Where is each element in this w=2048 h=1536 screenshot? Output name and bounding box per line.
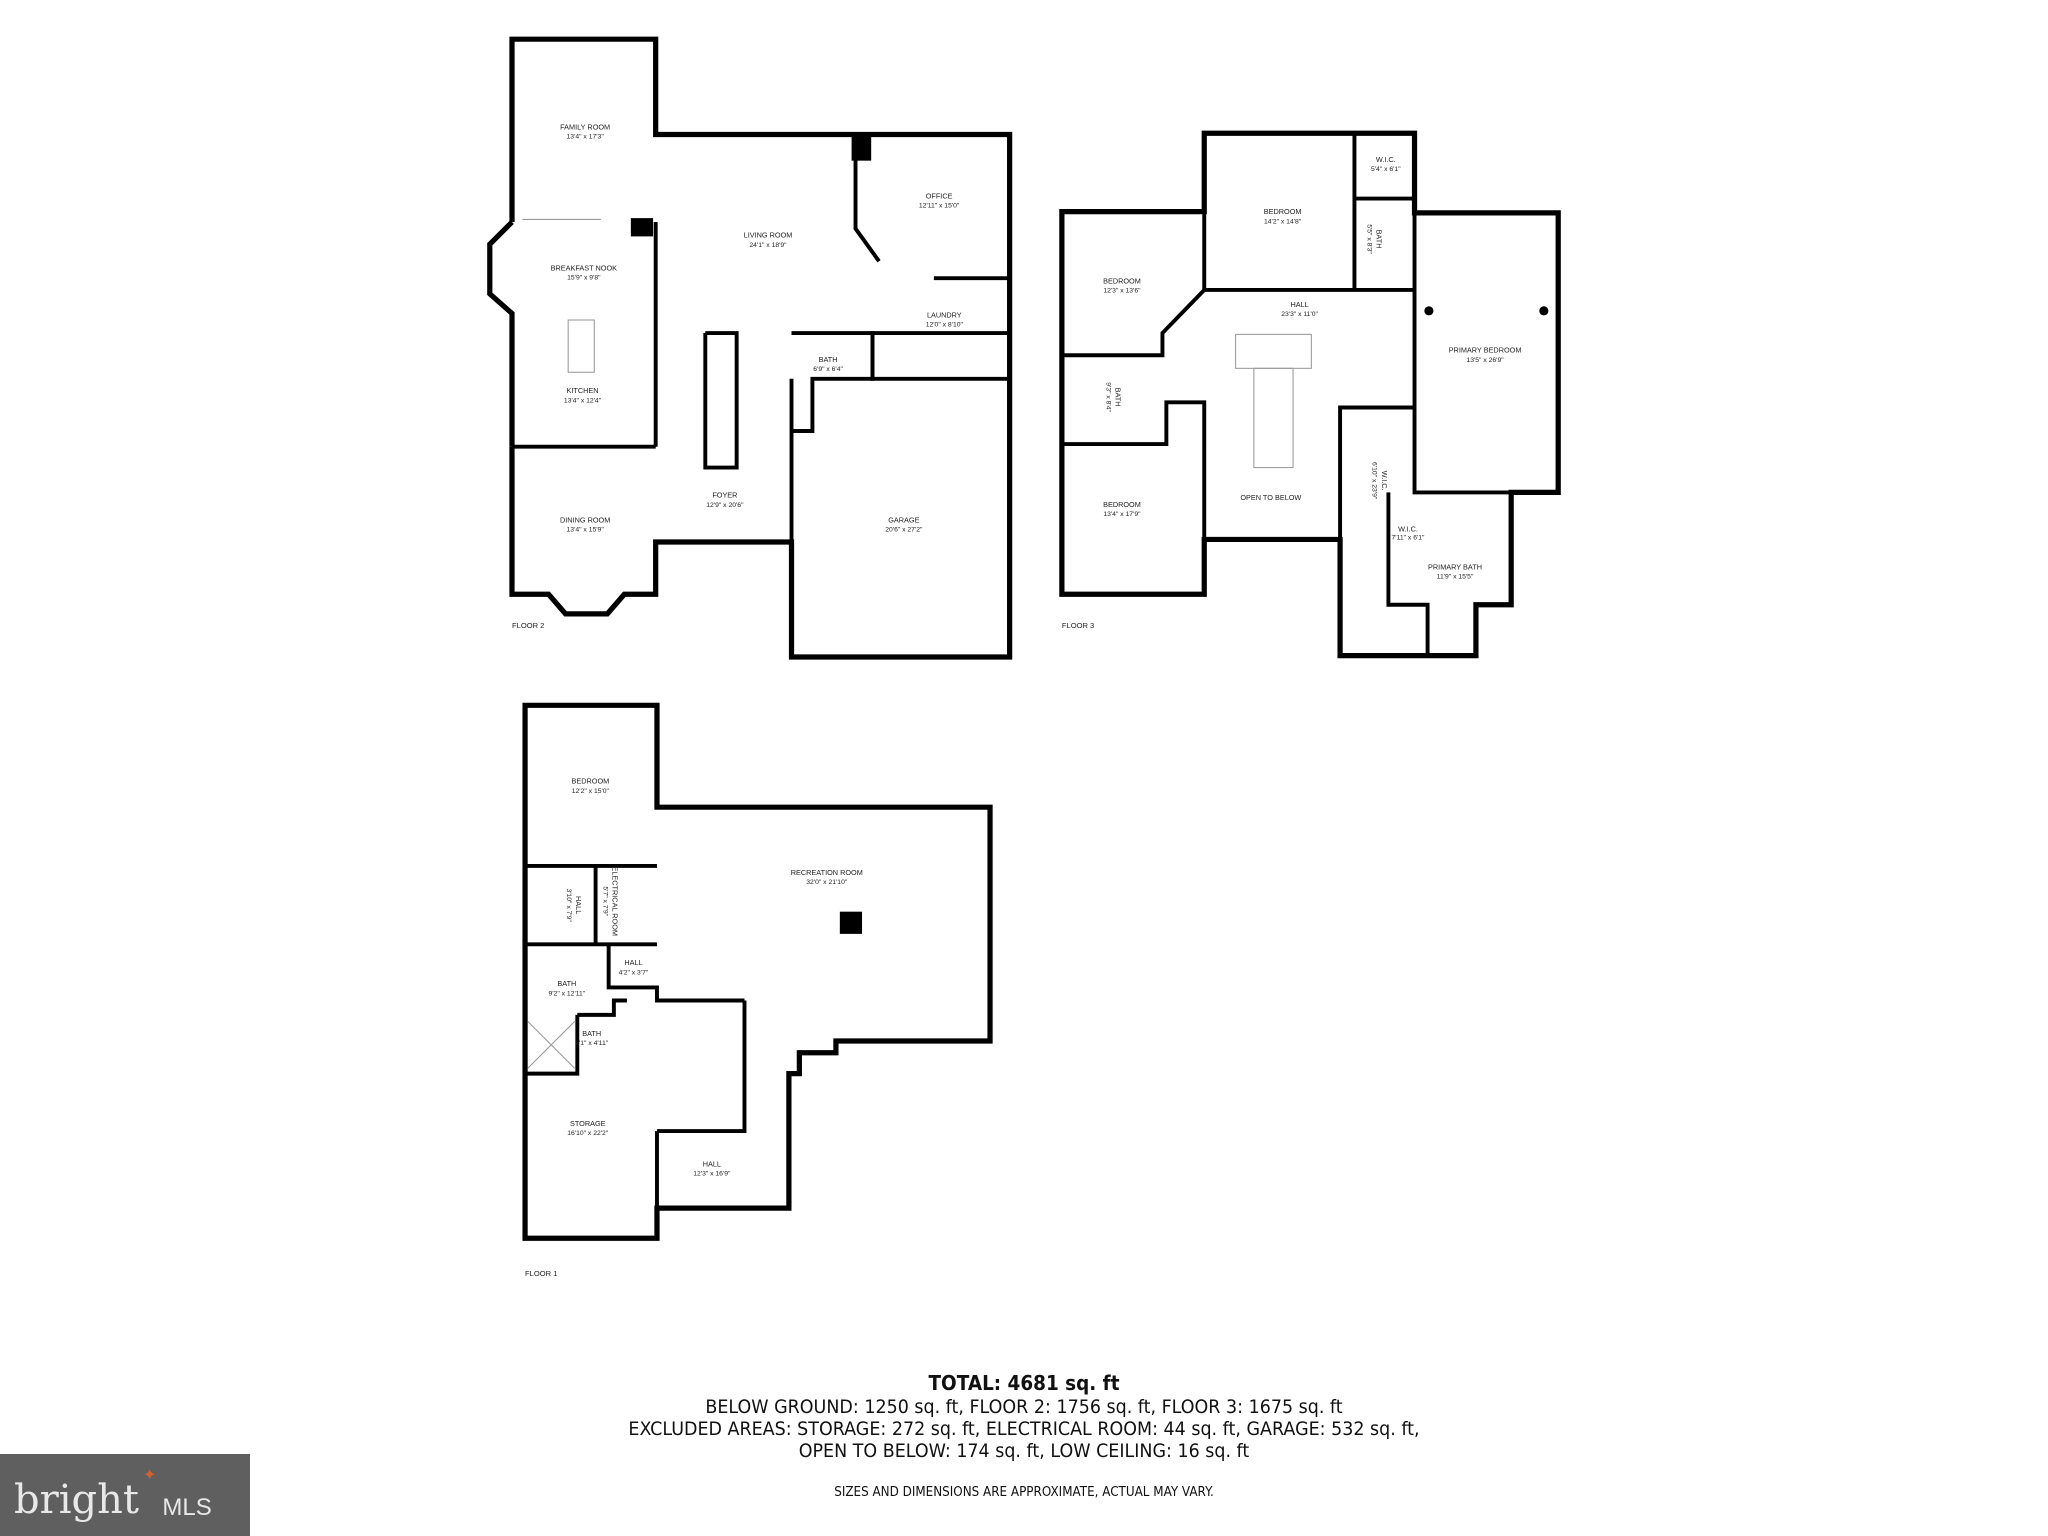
floor-2-room-labels: FAMILY ROOM 13'4" x 17'3" BREAKFAST NOOK… — [551, 122, 964, 533]
floor-1-label: FLOOR 1 — [525, 1269, 557, 1278]
room-dim: 5'5" x 8'3" — [1366, 224, 1373, 254]
room-name: W.I.C. — [1398, 525, 1418, 534]
room-name: KITCHEN — [567, 386, 599, 395]
room-dim: 11'9" x 15'5" — [1437, 574, 1474, 581]
room-dim: 6'10" x 23'9" — [1371, 462, 1378, 500]
room-name: PRIMARY BATH — [1428, 562, 1482, 571]
floor-2-label: FLOOR 2 — [512, 621, 544, 630]
room-name: BATH — [557, 979, 576, 988]
logo-suffix: MLS — [162, 1494, 212, 1521]
room-name: BEDROOM — [1264, 207, 1302, 216]
area-breakdown: BELOW GROUND: 1250 sq. ft, FLOOR 2: 1756… — [705, 1396, 1343, 1418]
room-dim: 12'2" x 15'0" — [572, 788, 610, 795]
room-name: FAMILY ROOM — [560, 122, 610, 131]
room-dim: 9'3" x 8'4" — [1104, 382, 1111, 412]
room-dim: 13'4" x 17'3" — [567, 133, 605, 140]
room-dim: 9'2" x 12'11" — [549, 990, 586, 997]
floor-3-room-labels: BEDROOM 12'3" x 13'6" BEDROOM 14'2" x 14… — [1103, 155, 1521, 581]
room-name: BEDROOM — [1103, 500, 1141, 509]
floor-2-plan: FLOOR 2 FAMILY ROOM 13'4" x 17'3" BREAKF… — [487, 36, 1013, 660]
room-dim: 15'9" x 9'8" — [567, 275, 601, 282]
room-name: GARAGE — [888, 515, 919, 524]
bright-mls-logo: bright ✦ MLS — [0, 1454, 250, 1536]
total-area: TOTAL: 4681 sq. ft — [928, 1371, 1120, 1395]
room-name: HALL — [1290, 300, 1308, 309]
room-dim: 13'4" x 17'9" — [1103, 511, 1141, 518]
room-name: W.I.C. — [1376, 155, 1396, 164]
room-dim: 12'3" x 13'6" — [1103, 288, 1141, 295]
excluded-areas: EXCLUDED AREAS: STORAGE: 272 sq. ft, ELE… — [628, 1418, 1420, 1440]
room-name: LAUNDRY — [927, 310, 962, 319]
room-dim: 5'4" x 6'1" — [1371, 166, 1401, 173]
room-name: ELECTRICAL ROOM — [611, 866, 620, 935]
room-dim: 7'11" x 6'1" — [1392, 534, 1426, 541]
room-dim: 13'4" x 15'9" — [567, 527, 605, 534]
room-dim: 13'4" x 12'4" — [564, 397, 602, 404]
room-name: BEDROOM — [1103, 276, 1141, 285]
room-dim: 13'5" x 26'9" — [1466, 357, 1504, 364]
room-dim: 3'10" x 7'9" — [565, 888, 572, 922]
room-name: HALL — [703, 1159, 721, 1168]
room-name: HALL — [574, 896, 583, 914]
room-name: BEDROOM — [572, 777, 610, 786]
room-name: DINING ROOM — [560, 515, 610, 524]
room-name: OPEN TO BELOW — [1240, 493, 1301, 502]
room-dim: 5'7" x 7'9" — [601, 886, 608, 916]
room-dim: 32'0" x 21'10" — [806, 879, 848, 886]
floor-1-room-labels: BEDROOM 12'2" x 15'0" RECREATION ROOM 32… — [549, 777, 863, 1178]
room-dim: 20'6" x 27'2" — [885, 527, 923, 534]
room-dim: 14'2" x 14'8" — [1264, 218, 1302, 225]
room-name: FOYER — [712, 491, 737, 500]
room-dim: 24'1" x 18'9" — [749, 242, 787, 249]
room-dim: 12'11" x 15'0" — [919, 203, 960, 210]
excluded-areas-continued: OPEN TO BELOW: 174 sq. ft, LOW CEILING: … — [798, 1440, 1250, 1462]
room-dim: 12'9" x 20'6" — [706, 502, 744, 509]
disclaimer: SIZES AND DIMENSIONS ARE APPROXIMATE, AC… — [834, 1485, 1214, 1500]
room-name: LIVING ROOM — [744, 231, 793, 240]
floor-3-label: FLOOR 3 — [1062, 621, 1094, 630]
room-dim: 12'0" x 8'10" — [926, 322, 964, 329]
room-name: STORAGE — [570, 1119, 606, 1128]
room-name: OFFICE — [926, 192, 953, 201]
room-dim: 6'9" x 6'4" — [813, 366, 843, 373]
room-dim: 2'1" x 4'11" — [575, 1040, 609, 1047]
room-name: PRIMARY BEDROOM — [1449, 346, 1522, 355]
room-name: HALL — [624, 958, 642, 967]
room-name: BATH — [1113, 388, 1122, 407]
room-dim: 16'10" x 22'2" — [567, 1130, 609, 1137]
room-name: BATH — [582, 1029, 601, 1038]
room-name: BATH — [1375, 230, 1384, 249]
room-name: W.I.C. — [1380, 471, 1389, 491]
floor-1-plan: FLOOR 1 BEDROOM 12'2" x 15'0" RECREATION… — [522, 702, 993, 1278]
room-dim: 12'3" x 16'9" — [693, 1171, 731, 1178]
floor-3-plan: FLOOR 3 BEDROOM 12'3" x 13'6" BEDROOM 14… — [1059, 130, 1561, 659]
room-dim: 4'2" x 3'7" — [619, 969, 649, 976]
room-name: RECREATION ROOM — [791, 868, 863, 877]
room-name: BATH — [819, 355, 838, 364]
room-name: BREAKFAST NOOK — [551, 263, 617, 272]
logo-star-icon: ✦ — [142, 1467, 157, 1484]
room-dim: 23'3" x 11'0" — [1281, 311, 1318, 318]
logo-brand: bright — [14, 1477, 139, 1523]
